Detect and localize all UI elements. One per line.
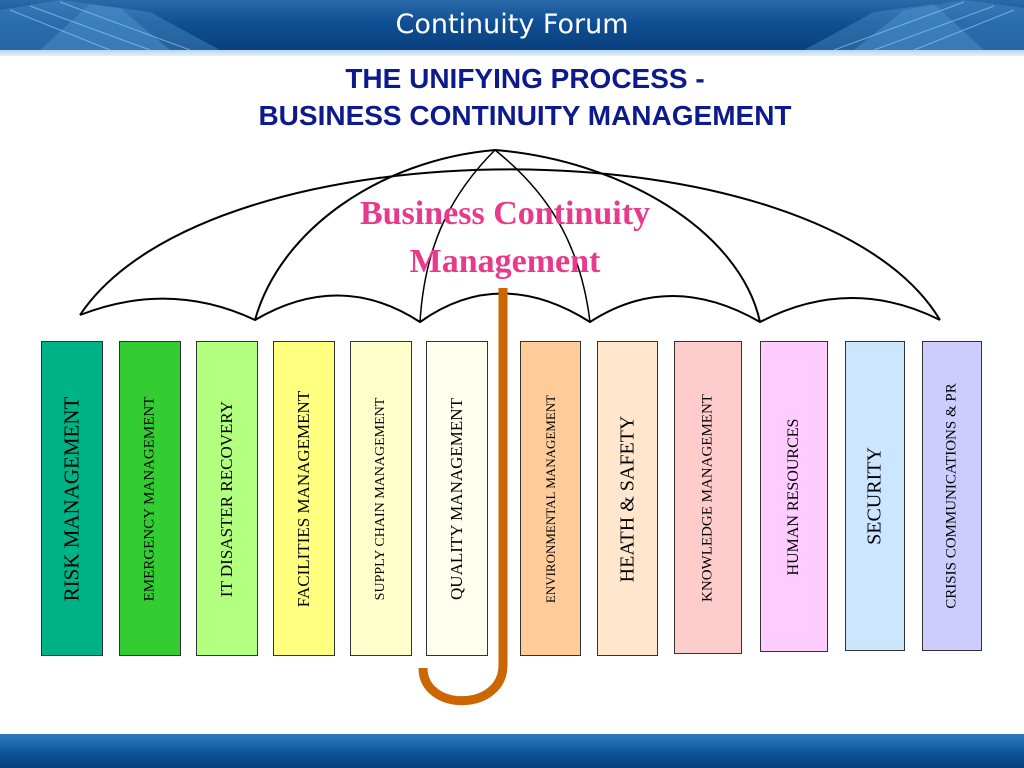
discipline-label: HEATH & SAFETY <box>616 415 638 582</box>
discipline-supply-chain-management: SUPPLY CHAIN MANAGEMENT <box>350 341 412 656</box>
discipline-knowledge-management: KNOWLEDGE MANAGEMENT <box>674 341 742 654</box>
umbrella-canopy-scallops <box>79 292 941 324</box>
discipline-label: QUALITY MANAGEMENT <box>447 397 466 600</box>
umbrella-rib <box>419 149 496 323</box>
discipline-crisis-communications-pr: CRISIS COMMUNICATIONS & PR <box>922 341 982 651</box>
discipline-label: FACILITIES MANAGEMENT <box>294 390 313 607</box>
discipline-label: HUMAN RESOURCES <box>785 418 802 575</box>
discipline-emergency-management: EMERGENCY MANAGEMENT <box>119 341 181 656</box>
discipline-label: EMERGENCY MANAGEMENT <box>141 396 158 601</box>
building-graphic-left <box>0 0 220 50</box>
discipline-it-disaster-recovery: IT DISASTER RECOVERY <box>196 341 258 656</box>
umbrella-label: Business Continuity Management <box>300 190 710 286</box>
discipline-label: CRISIS COMMUNICATIONS & PR <box>943 383 960 609</box>
discipline-label: KNOWLEDGE MANAGEMENT <box>699 393 716 602</box>
discipline-environmental-management: ENVIRONMENTAL MANAGEMENT <box>520 341 581 656</box>
umbrella-canopy <box>79 168 941 321</box>
building-graphic-right <box>804 0 1024 50</box>
discipline-heath-and-safety: HEATH & SAFETY <box>597 341 658 656</box>
discipline-label: RISK MANAGEMENT <box>59 396 84 601</box>
header-title: Continuity Forum <box>395 9 629 40</box>
discipline-risk-management: RISK MANAGEMENT <box>41 341 103 656</box>
discipline-human-resources: HUMAN RESOURCES <box>760 341 828 652</box>
umbrella-handle <box>418 288 508 706</box>
discipline-label: SUPPLY CHAIN MANAGEMENT <box>373 397 388 600</box>
header-bar: Continuity Forum <box>0 0 1024 50</box>
discipline-label: SECURITY <box>863 447 886 545</box>
discipline-security: SECURITY <box>845 341 905 651</box>
umbrella-rib <box>494 149 591 323</box>
discipline-facilities-management: FACILITIES MANAGEMENT <box>273 341 335 656</box>
umbrella-label-line1: Business Continuity <box>359 195 651 232</box>
header-stripe <box>0 50 1024 56</box>
slide-title-line1: THE UNIFYING PROCESS - <box>345 63 705 94</box>
footer-bar <box>0 734 1024 768</box>
umbrella-rib <box>494 149 761 323</box>
discipline-quality-management: QUALITY MANAGEMENT <box>426 341 488 656</box>
discipline-label: IT DISASTER RECOVERY <box>217 400 236 597</box>
umbrella-label-line2: Management <box>409 243 601 280</box>
umbrella-rib <box>254 149 496 321</box>
discipline-label: ENVIRONMENTAL MANAGEMENT <box>542 394 558 603</box>
slide-title: THE UNIFYING PROCESS - BUSINESS CONTINUI… <box>0 60 1024 134</box>
slide-title-line2: BUSINESS CONTINUITY MANAGEMENT <box>258 100 792 131</box>
